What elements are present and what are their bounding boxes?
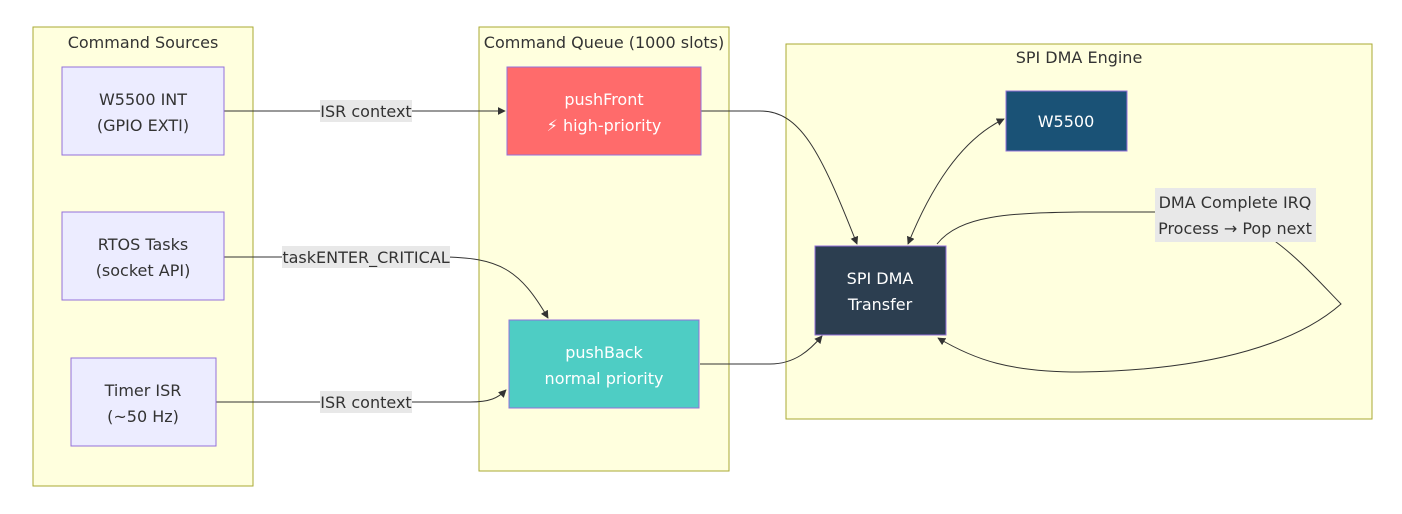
node-w5500: W5500 <box>1005 90 1128 152</box>
node-box <box>61 211 225 301</box>
node-box <box>814 245 947 336</box>
node-label-line-1: W5500 INT <box>99 90 187 109</box>
cluster-command-sources-title: Command Sources <box>68 33 219 52</box>
node-label-line-2: normal priority <box>545 369 664 388</box>
edge-label-tasks-to-pushback: taskENTER_CRITICAL <box>282 246 450 268</box>
node-push-front: pushFront ⚡ high-priority <box>506 66 702 156</box>
edge-label-line-2: Process → Pop next <box>1158 219 1312 238</box>
cluster-command-queue-title: Command Queue (1000 slots) <box>484 33 724 52</box>
edge-label-text: taskENTER_CRITICAL <box>282 248 449 268</box>
node-box <box>508 319 700 409</box>
node-label-line-1: RTOS Tasks <box>98 235 188 254</box>
edges <box>216 107 1342 403</box>
edge-label-int-to-pushfront: ISR context <box>320 100 412 122</box>
node-box <box>70 357 217 447</box>
edge-label-line-1: DMA Complete IRQ <box>1159 193 1312 212</box>
edge-pushfront-to-spidma <box>701 110 859 245</box>
node-label-line-1: W5500 <box>1038 112 1095 131</box>
node-label-line-1: SPI DMA <box>847 269 914 288</box>
edge-label-timer-to-pushback: ISR context <box>320 391 412 413</box>
cluster-spi-dma-engine-title: SPI DMA Engine <box>1016 48 1143 67</box>
edge-label-text: ISR context <box>320 393 411 412</box>
node-box <box>506 66 702 156</box>
node-push-back: pushBack normal priority <box>508 319 700 409</box>
node-label-line-2: (~50 Hz) <box>107 407 179 426</box>
node-box <box>61 66 225 156</box>
edge-timer-to-pushback <box>216 389 507 403</box>
node-label-line-1: Timer ISR <box>104 381 182 400</box>
edge-dma-complete-loop <box>936 211 1342 373</box>
node-rtos-tasks: RTOS Tasks (socket API) <box>61 211 225 301</box>
edge-label-dma-complete-loop: DMA Complete IRQ Process → Pop next <box>1155 188 1316 242</box>
node-timer-isr: Timer ISR (~50 Hz) <box>70 357 217 447</box>
edge-label-bg <box>282 246 450 268</box>
edge-label-text: ISR context <box>320 102 411 121</box>
edge-label-bg <box>320 100 412 122</box>
node-label-line-2: Transfer <box>847 295 913 314</box>
node-label-line-1: pushFront <box>564 90 643 109</box>
node-label-line-2: ⚡ high-priority <box>547 116 662 135</box>
node-label-line-1: pushBack <box>565 343 643 362</box>
edge-label-bg <box>1155 188 1316 242</box>
node-w5500-int: W5500 INT (GPIO EXTI) <box>61 66 225 156</box>
edge-label-bg <box>320 391 412 413</box>
edge-pushback-to-spidma <box>700 335 823 365</box>
node-label-line-2: (GPIO EXTI) <box>97 116 189 135</box>
node-box <box>1005 90 1128 152</box>
node-label-line-2: (socket API) <box>96 261 191 280</box>
edge-spidma-w5500-bidirectional <box>907 118 1005 245</box>
node-spi-dma-transfer: SPI DMA Transfer <box>814 245 947 336</box>
